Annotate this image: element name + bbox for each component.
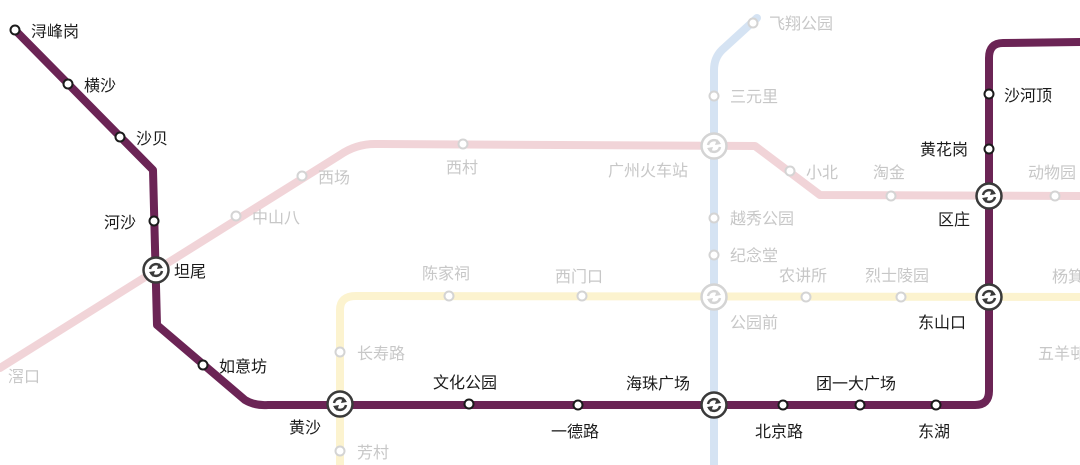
station-label-tanwei: 坦尾 (174, 262, 206, 281)
station-label-lieshi-lingyuan: 烈士陵园 (865, 266, 929, 285)
station-label-wuyangcun: 五羊邨 (1038, 344, 1080, 363)
transfer-arrows-icon (326, 390, 354, 418)
station-label-gongyuanqian: 公园前 (730, 313, 778, 332)
station-dot-icon (885, 190, 897, 202)
pink-line (0, 140, 1080, 372)
faded-transfer-icon (700, 283, 728, 311)
station-label-haizhu-guangchang: 海珠广场 (626, 374, 690, 393)
station-label-quzhuang: 区庄 (938, 210, 970, 229)
station-label-chenjiaci: 陈家祠 (422, 264, 470, 283)
station-label-guangzhou-huochezhan: 广州火车站 (608, 161, 688, 180)
station-dot-icon (708, 90, 720, 102)
station-dot-icon (114, 131, 126, 143)
station-label-donghu: 东湖 (918, 422, 950, 441)
station-label-zhongshanba: 中山八 (252, 208, 300, 227)
station-label-shabei: 沙贝 (136, 129, 168, 148)
station-dot-icon (800, 291, 812, 303)
station-label-wenhua-gongyuan: 文化公园 (433, 373, 497, 392)
station-dot-icon (777, 399, 789, 411)
station-dot-icon (854, 399, 866, 411)
station-label-hesha: 河沙 (104, 213, 136, 232)
station-label-yide-lu: 一德路 (551, 422, 599, 441)
station-label-xiaobei: 小北 (806, 163, 838, 182)
station-dot-icon (457, 138, 469, 150)
station-dot-icon (983, 143, 995, 155)
station-label-feixiang-gongyuan: 飞翔公园 (769, 14, 833, 33)
blue-line (710, 14, 761, 465)
station-label-yangji: 杨箕 (1052, 267, 1080, 286)
station-label-taojin: 淘金 (873, 163, 905, 182)
featured-line (11, 26, 1080, 410)
station-dot-icon (572, 399, 584, 411)
featured-station-dots (9, 24, 995, 411)
yellow-line (336, 292, 1080, 465)
station-label-nongjiangsuo: 农讲所 (779, 266, 827, 285)
station-label-xicun: 西村 (446, 158, 478, 177)
transfer-arrows-icon (700, 391, 728, 419)
station-dot-icon (708, 212, 720, 224)
station-label-shahe-ding: 沙河顶 (1004, 86, 1052, 105)
station-label-huanghuagang: 黄花岗 (920, 140, 968, 159)
station-dot-icon (895, 291, 907, 303)
faded-station-dots (230, 17, 1061, 457)
station-dot-icon (197, 359, 209, 371)
station-label-ximenkou: 西门口 (555, 267, 603, 286)
station-dot-icon (334, 445, 346, 457)
station-dot-icon (9, 24, 21, 36)
transfer-arrows-icon (975, 283, 1003, 311)
station-dot-icon (747, 17, 759, 29)
station-dot-icon (296, 170, 308, 182)
station-dot-icon (463, 398, 475, 410)
station-dot-icon (576, 290, 588, 302)
station-label-xichang: 西场 (318, 168, 350, 187)
station-label-yuexiu-gongyuan: 越秀公园 (730, 209, 794, 228)
station-dot-icon (983, 88, 995, 100)
faded-transfer-icon (700, 132, 728, 160)
transfer-arrows-icon (975, 182, 1003, 210)
station-dot-icon (930, 399, 942, 411)
station-dot-icon (443, 290, 455, 302)
station-label-dongshankou: 东山口 (918, 313, 966, 332)
faded-labels: 滘口 中山八 西场 西村 广州火车站 小北 淘金 动物园 飞翔公园 三元里 越秀… (8, 14, 1080, 462)
station-label-sanyuanli: 三元里 (730, 87, 778, 106)
station-label-hengsha: 横沙 (84, 76, 116, 95)
station-dot-icon (148, 215, 160, 227)
station-label-yongkou: 滘口 (8, 367, 40, 386)
station-label-huangsha: 黄沙 (289, 418, 321, 437)
station-dot-icon (230, 210, 242, 222)
station-dot-icon (784, 165, 796, 177)
station-label-ruyifang: 如意坊 (219, 357, 267, 376)
station-dot-icon (334, 346, 346, 358)
station-dot-icon (62, 78, 74, 90)
station-label-dongwuyuan: 动物园 (1028, 163, 1076, 182)
station-label-tuanyi-dagchang: 团一大广场 (816, 374, 896, 393)
transfer-arrows-icon (142, 256, 170, 284)
station-label-jiniantang: 纪念堂 (730, 246, 778, 265)
station-label-changshou-lu: 长寿路 (357, 344, 405, 363)
station-label-fangcun: 芳村 (357, 443, 389, 462)
station-label-xunfenggang: 浔峰岗 (31, 22, 79, 41)
station-dot-icon (708, 249, 720, 261)
featured-labels: 浔峰岗 横沙 沙贝 河沙 坦尾 如意坊 黄沙 文化公园 一德路 海珠广场 北京路… (31, 22, 1052, 441)
station-label-beijing-lu: 北京路 (755, 422, 803, 441)
station-dot-icon (1049, 190, 1061, 202)
